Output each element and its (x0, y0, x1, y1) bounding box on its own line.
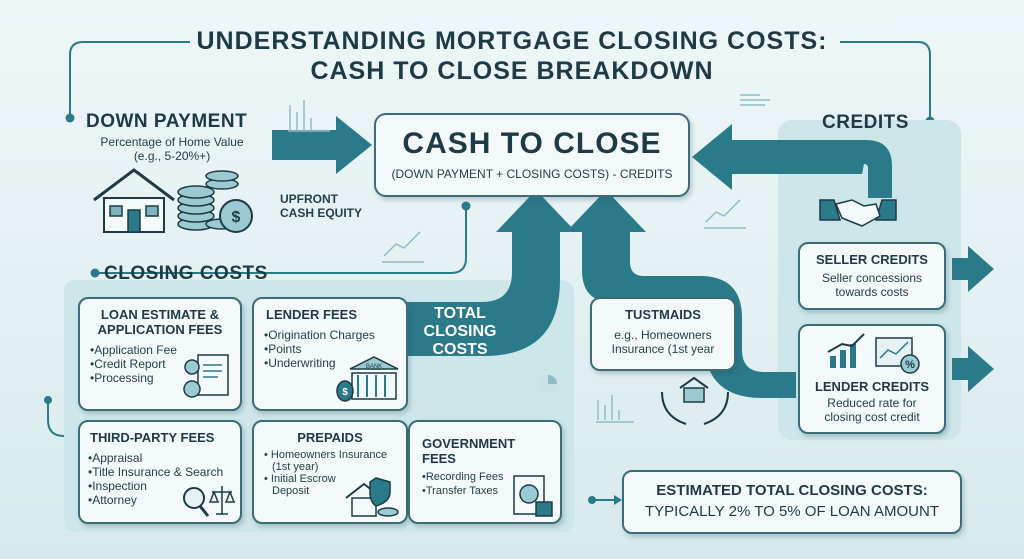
cash-to-close-heading: CASH TO CLOSE (402, 127, 662, 160)
stamp-document-icon (513, 475, 553, 517)
seller-credits-title: SELLER CREDITS (816, 252, 928, 267)
title-line-1: UNDERSTANDING MORTGAGE CLOSING COSTS: (196, 27, 828, 55)
title-line-2: CASH TO CLOSE BREAKDOWN (310, 57, 714, 85)
list-item: Underwriting (264, 356, 406, 370)
estimate-line-1: ESTIMATED TOTAL CLOSING COSTS: (656, 482, 928, 499)
lender-fees-list: Origination Charges Points Underwriting (264, 328, 406, 370)
bank-icon: BANK $ (336, 356, 399, 402)
prepaids-item-1b: (1st year) (272, 461, 319, 473)
list-item: Transfer Taxes (422, 484, 560, 498)
lender-credits-box: % LENDER CREDITS Reduced rate for closin… (798, 324, 946, 434)
total-closing-arrow (402, 190, 576, 368)
loan-estimate-title-2: APPLICATION FEES (97, 322, 223, 337)
down-payment-arrow (272, 130, 342, 160)
lender-fees-box: LENDER FEES Origination Charges Points U… (252, 297, 408, 411)
down-payment-desc: Percentage of Home Value (e.g., 5-20%+) (72, 135, 272, 163)
third-party-fees-title: THIRD-PARTY FEES (90, 430, 215, 445)
government-fees-title-1: GOVERNMENT (422, 436, 516, 451)
down-payment-desc-1: Percentage of Home Value (100, 135, 244, 149)
government-fees-title-2: FEES (422, 451, 456, 466)
list-item: Recording Fees (422, 470, 560, 484)
list-item: Inspection (88, 479, 240, 493)
pie-chart-icon (539, 375, 557, 393)
lender-credits-line-2: closing cost credit (824, 410, 920, 424)
scale-magnifier-icon (183, 486, 236, 517)
connector-dot (65, 113, 75, 123)
seller-credits-line-2: towards costs (835, 285, 909, 299)
tustmaids-box: TUSTMAIDS e.g., Homeowners Insurance (1s… (590, 297, 736, 371)
tustmaids-line-2: Insurance (1st year (611, 342, 715, 356)
down-payment-note-1: UPFRONT (280, 192, 338, 206)
down-payment-heading: DOWN PAYMENT (86, 111, 248, 132)
seller-credits-box: SELLER CREDITS Seller concessions toward… (798, 242, 946, 310)
list-item: Title Insurance & Search (88, 465, 240, 479)
decor-chart-icon (288, 94, 770, 423)
prepaids-item-2b: Deposit (272, 485, 310, 497)
government-fees-box: GOVERNMENT FEES Recording Fees Transfer … (408, 420, 562, 524)
list-item: Attorney (88, 493, 240, 507)
page-title: UNDERSTANDING MORTGAGE CLOSING COSTS: CA… (150, 26, 874, 86)
list-item: Credit Report (90, 357, 240, 371)
lender-credits-line-1: Reduced rate for (827, 396, 917, 410)
handshake-icon (819, 199, 897, 227)
seller-credits-line-1: Seller concessions (821, 271, 923, 285)
list-item: Points (264, 342, 406, 356)
list-item: Application Fee (90, 343, 240, 357)
list-item: Processing (90, 371, 240, 385)
closing-costs-heading: CLOSING COSTS (104, 263, 268, 284)
third-party-fees-list: Appraisal Title Insurance & Search Inspe… (88, 451, 240, 507)
svg-text:$: $ (342, 387, 348, 398)
prepaids-list: • Homeowners Insurance (1st year) • Init… (264, 449, 406, 497)
bank-icon-label: BANK (366, 364, 382, 370)
total-line-2: CLOSING (423, 323, 497, 340)
prepaids-item-2: Initial Escrow (270, 473, 336, 485)
government-fees-list: Recording Fees Transfer Taxes (422, 470, 560, 498)
total-line-3: COSTS (432, 341, 488, 358)
loan-estimate-title-1: LOAN ESTIMATE & (100, 307, 220, 322)
loan-estimate-box: LOAN ESTIMATE & APPLICATION FEES Applica… (78, 297, 242, 411)
tustmaids-title: TUSTMAIDS (625, 307, 701, 322)
cash-to-close-formula: (DOWN PAYMENT + CLOSING COSTS) - CREDITS (391, 167, 673, 181)
credits-heading: CREDITS (822, 112, 909, 133)
down-payment-desc-2: (e.g., 5-20%+) (133, 149, 211, 163)
prepaids-item-1: Homeowners Insurance (270, 449, 388, 461)
estimate-line-2: TYPICALLY 2% TO 5% OF LOAN AMOUNT (645, 503, 939, 520)
growth-chart-icon: % (827, 333, 920, 374)
list-item: Origination Charges (264, 328, 406, 342)
prepaids-title: PREPAIDS (297, 430, 363, 445)
credits-flow-arrow (566, 190, 796, 398)
prepaids-box: PREPAIDS • Homeowners Insurance (1st yea… (252, 420, 408, 524)
cash-to-close-box: CASH TO CLOSE (DOWN PAYMENT + CLOSING CO… (374, 113, 690, 197)
down-payment-note: UPFRONT CASH EQUITY (280, 192, 362, 220)
total-closing-costs-label: TOTAL CLOSING COSTS (410, 305, 510, 359)
hands-house-icon (661, 376, 729, 425)
house-coins-icon: $ (93, 168, 253, 233)
estimate-box: ESTIMATED TOTAL CLOSING COSTS: TYPICALLY… (622, 470, 962, 534)
lender-credits-title: LENDER CREDITS (814, 379, 930, 394)
down-payment-note-2: CASH EQUITY (280, 206, 363, 220)
document-gears-icon (183, 354, 229, 398)
tustmaids-line-1: e.g., Homeowners (614, 328, 712, 342)
svg-text:%: % (905, 359, 915, 371)
total-line-1: TOTAL (434, 305, 486, 322)
credits-arrow (692, 124, 892, 198)
third-party-fees-box: THIRD-PARTY FEES Appraisal Title Insuran… (78, 420, 242, 524)
loan-estimate-list: Application Fee Credit Report Processing (90, 343, 240, 385)
svg-text:$: $ (232, 209, 241, 226)
list-item: Appraisal (88, 451, 240, 465)
house-shield-icon (345, 477, 399, 517)
lender-fees-title: LENDER FEES (266, 307, 358, 322)
